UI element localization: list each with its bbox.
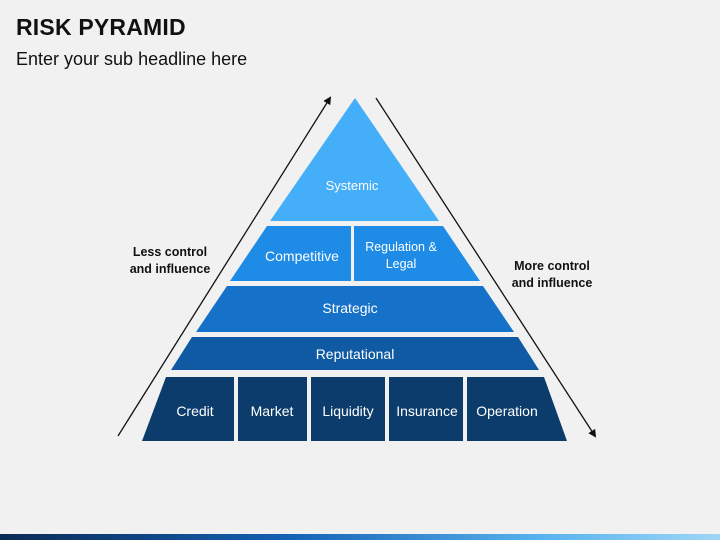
base-liquidity (311, 377, 385, 441)
left-side-label: Less control and influence (118, 244, 222, 278)
tier-strategic-label: Strategic (322, 300, 377, 316)
left-label-line-1: Less control (132, 245, 208, 259)
tier-reputational-label: Reputational (316, 346, 395, 362)
base-liquidity-label: Liquidity (322, 403, 373, 419)
base-market-label: Market (251, 403, 294, 419)
page-subtitle: Enter your sub headline here (16, 49, 248, 69)
base-operation-label: Operation (476, 403, 537, 419)
tier-regulation-label-line-1: Regulation & (365, 240, 437, 254)
right-label-line-2: and influence (511, 276, 593, 290)
right-label-line-1: More control (514, 259, 590, 273)
tier-regulation-label-line-2: Legal (386, 257, 417, 271)
right-arrow (375, 97, 597, 438)
tier-systemic (270, 98, 439, 221)
tier-strategic (196, 286, 514, 332)
tier-regulation-legal (354, 226, 480, 281)
base-operation (467, 377, 567, 441)
bottom-accent-bar (0, 534, 720, 540)
left-label-line-2: and influence (129, 262, 211, 276)
base-market (238, 377, 307, 441)
page-title: RISK PYRAMID (16, 14, 186, 40)
base-insurance-label: Insurance (396, 403, 458, 419)
tier-competitive (230, 226, 351, 281)
tier-reputational (171, 337, 539, 370)
base-insurance (389, 377, 463, 441)
right-side-label: More control and influence (500, 258, 604, 292)
base-credit (142, 377, 234, 441)
base-credit-label: Credit (176, 403, 213, 419)
tier-competitive-label: Competitive (265, 248, 339, 264)
left-arrow (117, 96, 332, 437)
tier-systemic-label: Systemic (326, 178, 379, 193)
